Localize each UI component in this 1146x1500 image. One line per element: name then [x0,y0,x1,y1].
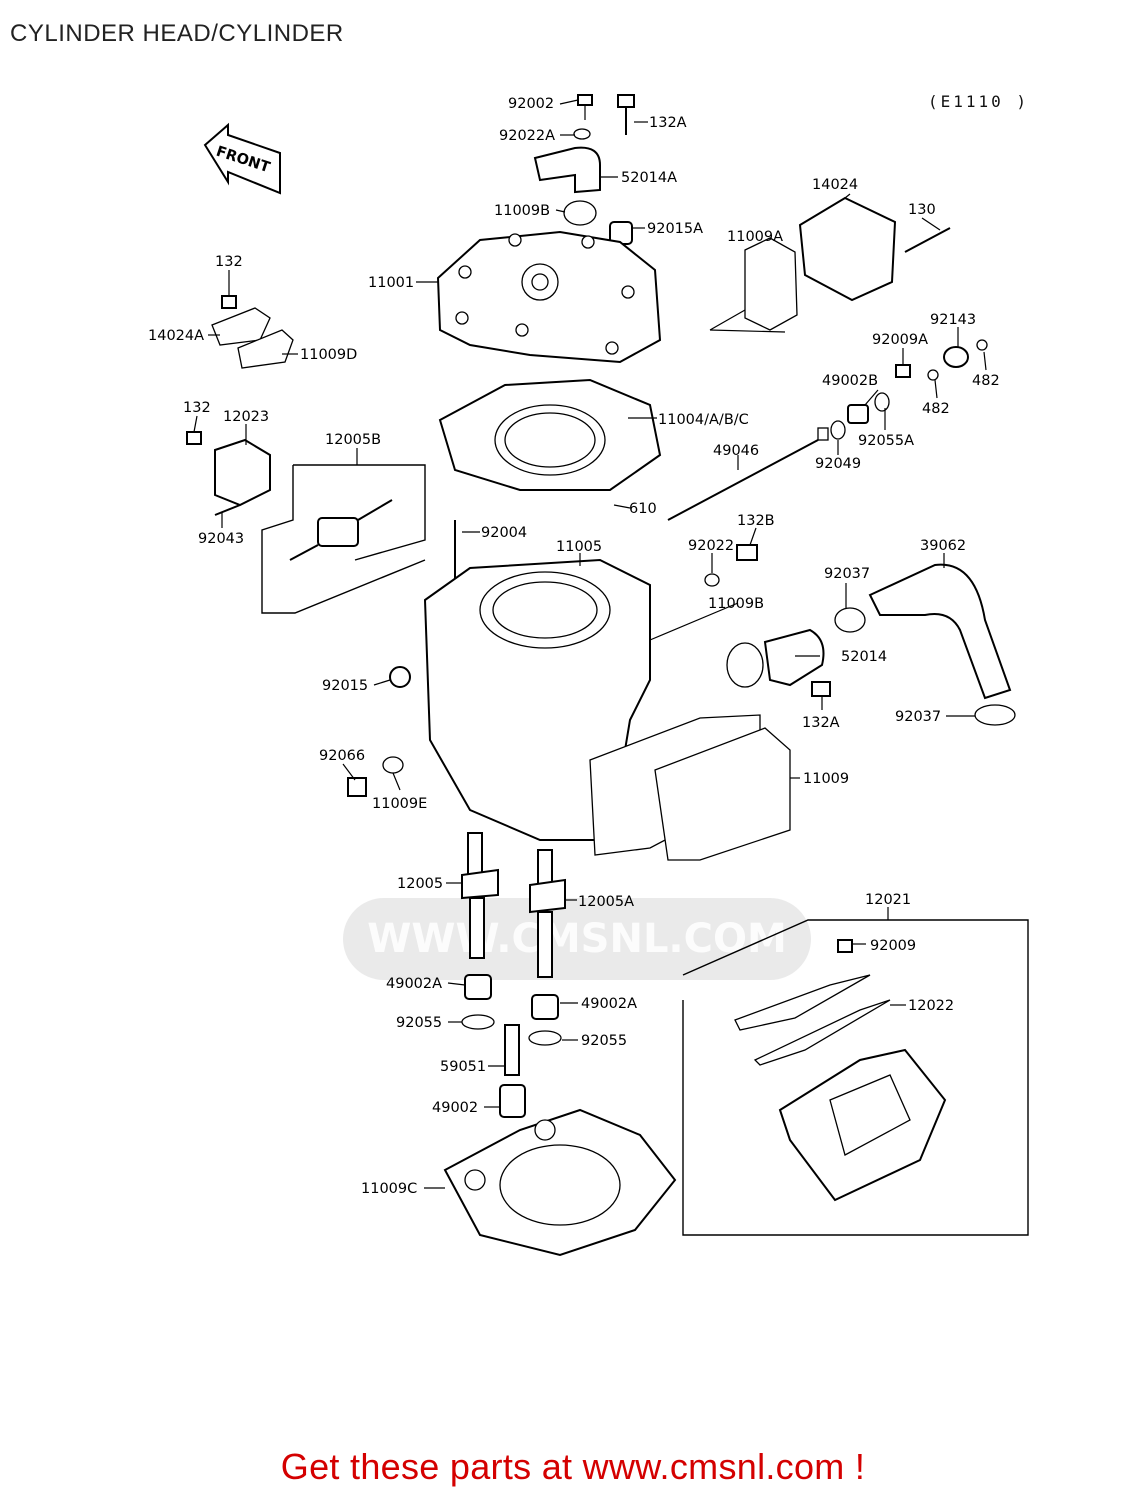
exhaust-valves-and-seals [461,832,566,1118]
callout-14024a: 14024A [148,328,204,344]
callout-92004: 92004 [481,525,527,541]
front-arrow-icon: FRONT [203,122,281,195]
callout-610: 610 [629,501,657,517]
callout-11009: 11009 [803,771,849,787]
cylinder-head [436,230,662,364]
part-callouts: 92002 132A 92022A 52014A 11009B 92015A 1… [148,96,1000,1197]
callout-11009a: 11009A [727,229,783,245]
footer-link-text[interactable]: Get these parts at www.cmsnl.com ! [280,1446,866,1487]
diagram-code: (E1110 ) [928,92,1030,111]
callout-11009b-mid: 11009B [708,596,764,612]
reed-valve-kit [682,919,1029,1236]
callout-39062: 39062 [920,538,966,554]
callout-132-left-top: 132 [215,254,243,270]
callout-92022a: 92022A [499,128,555,144]
callout-12005a: 12005A [578,894,634,910]
callout-11005: 11005 [556,539,602,555]
water-outlet-assembly [533,94,635,245]
callout-52014a: 52014A [621,170,677,186]
callout-92055a: 92055A [858,433,914,449]
callout-12022: 12022 [908,998,954,1014]
callout-49002a-right: 49002A [581,996,637,1012]
callout-92043: 92043 [198,531,244,547]
callout-52014: 52014 [841,649,887,665]
callout-92037-bottom: 92037 [895,709,941,725]
callout-49002a-left: 49002A [386,976,442,992]
callout-12005b: 12005B [325,432,381,448]
callout-49002: 49002 [432,1100,478,1116]
callout-11009d: 11009D [300,347,357,363]
callout-14024: 14024 [812,177,858,193]
callout-11001: 11001 [368,275,414,291]
valve-bracket-assembly [186,431,426,614]
callout-59051: 59051 [440,1059,486,1075]
callout-92015a: 92015A [647,221,703,237]
side-cover-14024a [211,295,294,369]
callout-11004abc: 11004/A/B/C [658,412,749,428]
callout-132b: 132B [737,513,775,529]
exhaust-valve-rod [667,339,988,521]
callout-11009b-top: 11009B [494,203,550,219]
head-gasket [438,378,662,491]
page-title: CYLINDER HEAD/CYLINDER [10,20,344,47]
callout-92143: 92143 [930,312,976,328]
callout-12023: 12023 [223,409,269,425]
callout-12021: 12021 [865,892,911,908]
callout-92022: 92022 [688,538,734,554]
callout-482-left: 482 [922,401,950,417]
callout-92009: 92009 [870,938,916,954]
callout-92066: 92066 [319,748,365,764]
callout-49002b: 49002B [822,373,878,389]
watermark-text: WWW.CMSNL.COM [367,916,787,962]
callout-49046: 49046 [713,443,759,459]
intake-gasket [589,714,791,861]
callout-482-right: 482 [972,373,1000,389]
callout-92049: 92049 [815,456,861,472]
callout-132a: 132A [649,115,687,131]
leader-lines [193,99,987,1189]
callout-11009e: 11009E [372,796,427,812]
callout-12005: 12005 [397,876,443,892]
callout-132-left-mid: 132 [183,400,211,416]
callout-92037-top: 92037 [824,566,870,582]
watermark-logo [343,898,811,980]
callout-92055-left: 92055 [396,1015,442,1031]
callout-92055-right: 92055 [581,1033,627,1049]
callout-11009c: 11009C [361,1181,417,1197]
callout-92015: 92015 [322,678,368,694]
callout-132a-mid: 132A [802,715,840,731]
base-gasket [443,1108,677,1257]
callout-92002: 92002 [508,96,554,112]
exhaust-valve-cover [709,196,951,333]
water-pipe-and-hose [704,544,1016,726]
callout-92009a: 92009A [872,332,928,348]
callout-130: 130 [908,202,936,218]
